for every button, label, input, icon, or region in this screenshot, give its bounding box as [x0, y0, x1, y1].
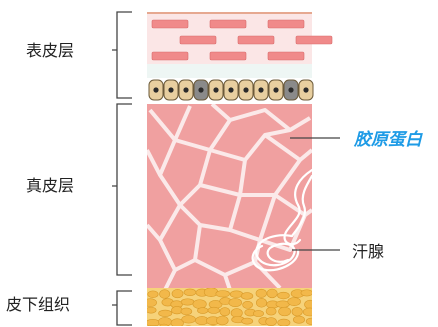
cell-nucleus [168, 87, 174, 93]
fat-cell [291, 307, 303, 317]
fat-cell [159, 289, 171, 299]
fat-cell [292, 315, 305, 324]
fat-cell [278, 306, 292, 317]
brick-cell [209, 51, 247, 61]
fat-cell [203, 288, 219, 297]
fat-cell [302, 307, 312, 317]
hypodermis-label: 皮下组织 [6, 295, 70, 314]
dermis-label: 真皮层 [26, 176, 74, 195]
brick-cell [151, 19, 189, 29]
collagen-label: 胶原蛋白 [353, 130, 423, 150]
fat-cell [158, 309, 173, 317]
brick-cell [209, 19, 247, 29]
brick-cell [267, 51, 305, 61]
fat-cell [147, 306, 157, 314]
brick-cell [267, 19, 305, 29]
cell-nucleus [243, 87, 249, 93]
layer-brackets [112, 11, 132, 326]
fat-cell [241, 317, 254, 325]
fat-cell [300, 289, 312, 297]
fat-cell [181, 315, 196, 324]
fat-cell [256, 297, 267, 308]
fat-cell [287, 297, 301, 306]
cell-nucleus [288, 87, 294, 93]
fat-cell [219, 307, 231, 317]
cell-nucleus [153, 87, 159, 93]
fat-cell [148, 324, 158, 326]
fat-cell [171, 306, 183, 315]
brick-cell [295, 35, 333, 45]
brick-cell [179, 35, 217, 45]
fat-cell [277, 318, 291, 326]
fat-cell [255, 288, 267, 298]
hypodermis-bracket [112, 290, 132, 326]
fat-cell [147, 290, 159, 298]
fat-cell [180, 307, 193, 316]
brick-cell [237, 35, 275, 45]
fat-cell [180, 298, 195, 306]
fat-cell [185, 325, 192, 326]
sweat-gland [251, 168, 314, 272]
fat-cell [215, 290, 230, 298]
fat-cell [170, 318, 184, 326]
brick-cells [151, 19, 333, 61]
fat-cell [240, 292, 254, 300]
epidermis-layer [147, 12, 333, 78]
fat-cell [304, 299, 312, 310]
fat-cell [266, 288, 278, 299]
cell-nucleus [183, 87, 189, 93]
fat-cell [252, 310, 264, 317]
fat-cell [228, 298, 242, 307]
fat-cell [159, 323, 169, 326]
dermis-bracket [112, 103, 132, 276]
fat-cell [147, 298, 157, 307]
sweat-gland-label: 汗腺 [352, 242, 384, 261]
fat-cell [207, 306, 220, 314]
fat-cell [183, 288, 197, 296]
fat-cell [242, 300, 253, 309]
fat-cells [147, 288, 312, 326]
fat-cell [197, 307, 209, 314]
cell-nucleus [303, 87, 309, 93]
fat-cell [210, 325, 217, 326]
fat-cell [265, 307, 277, 316]
epidermis-bracket [112, 11, 132, 99]
cell-nucleus [228, 87, 234, 93]
basal-cell-row [148, 79, 314, 101]
cell-nucleus [273, 87, 279, 93]
dermis-layer [147, 104, 314, 288]
fat-cell [171, 289, 184, 299]
fat-cell [230, 308, 243, 318]
hypodermis-layer [147, 288, 312, 326]
cell-nucleus [198, 87, 204, 93]
fat-cell [192, 299, 207, 309]
epidermis-label: 表皮层 [26, 41, 74, 60]
fat-cell [216, 315, 229, 326]
cell-nucleus [258, 87, 264, 93]
brick-cell [151, 51, 189, 61]
fat-cell [305, 317, 312, 325]
cell-nucleus [213, 87, 219, 93]
fat-cell [277, 291, 290, 300]
fat-cell [265, 317, 277, 326]
